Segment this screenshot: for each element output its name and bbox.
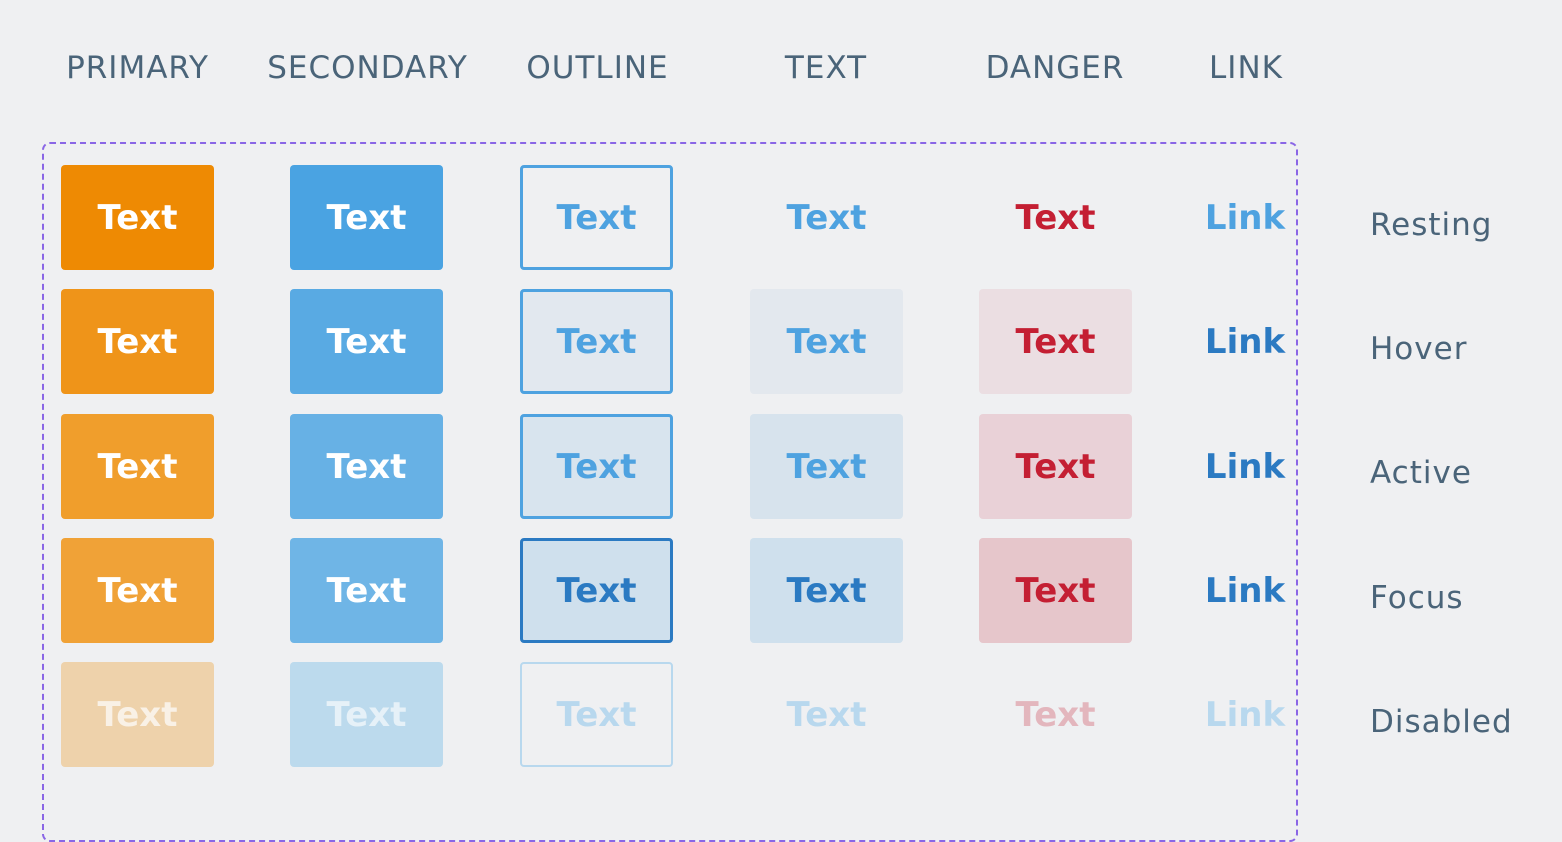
column-header-text: TEXT	[784, 50, 868, 86]
column-header-outline: OUTLINE	[526, 50, 669, 86]
column-header-danger: DANGER	[985, 50, 1125, 86]
column-header-secondary: SECONDARY	[267, 50, 468, 86]
danger-button-disabled: Text	[979, 662, 1132, 767]
secondary-button-active[interactable]: Text	[290, 414, 443, 519]
text-button-hover[interactable]: Text	[750, 289, 903, 394]
link-resting[interactable]: Link	[1204, 197, 1286, 238]
danger-button-focus[interactable]: Text	[979, 538, 1132, 643]
secondary-button-focus[interactable]: Text	[290, 538, 443, 643]
outline-button-hover[interactable]: Text	[520, 289, 673, 394]
state-label-disabled: Disabled	[1370, 704, 1513, 740]
column-header-primary: PRIMARY	[66, 50, 209, 86]
primary-button-active[interactable]: Text	[61, 414, 214, 519]
outline-button-focus[interactable]: Text	[520, 538, 673, 643]
outline-button-resting[interactable]: Text	[520, 165, 673, 270]
link-disabled: Link	[1204, 694, 1286, 735]
primary-button-hover[interactable]: Text	[61, 289, 214, 394]
link-focus[interactable]: Link	[1204, 570, 1286, 611]
danger-button-resting[interactable]: Text	[979, 165, 1132, 270]
outline-button-disabled: Text	[520, 662, 673, 767]
state-label-focus: Focus	[1370, 580, 1464, 616]
column-header-link: LINK	[1209, 50, 1283, 86]
primary-button-resting[interactable]: Text	[61, 165, 214, 270]
danger-button-hover[interactable]: Text	[979, 289, 1132, 394]
state-label-hover: Hover	[1370, 331, 1468, 367]
secondary-button-disabled: Text	[290, 662, 443, 767]
state-label-active: Active	[1370, 455, 1472, 491]
text-button-resting[interactable]: Text	[750, 165, 903, 270]
state-label-resting: Resting	[1370, 207, 1493, 243]
danger-button-active[interactable]: Text	[979, 414, 1132, 519]
text-button-focus[interactable]: Text	[750, 538, 903, 643]
link-active[interactable]: Link	[1204, 446, 1286, 487]
text-button-disabled: Text	[750, 662, 903, 767]
secondary-button-resting[interactable]: Text	[290, 165, 443, 270]
secondary-button-hover[interactable]: Text	[290, 289, 443, 394]
primary-button-focus[interactable]: Text	[61, 538, 214, 643]
text-button-active[interactable]: Text	[750, 414, 903, 519]
link-hover[interactable]: Link	[1204, 321, 1286, 362]
primary-button-disabled: Text	[61, 662, 214, 767]
outline-button-active[interactable]: Text	[520, 414, 673, 519]
